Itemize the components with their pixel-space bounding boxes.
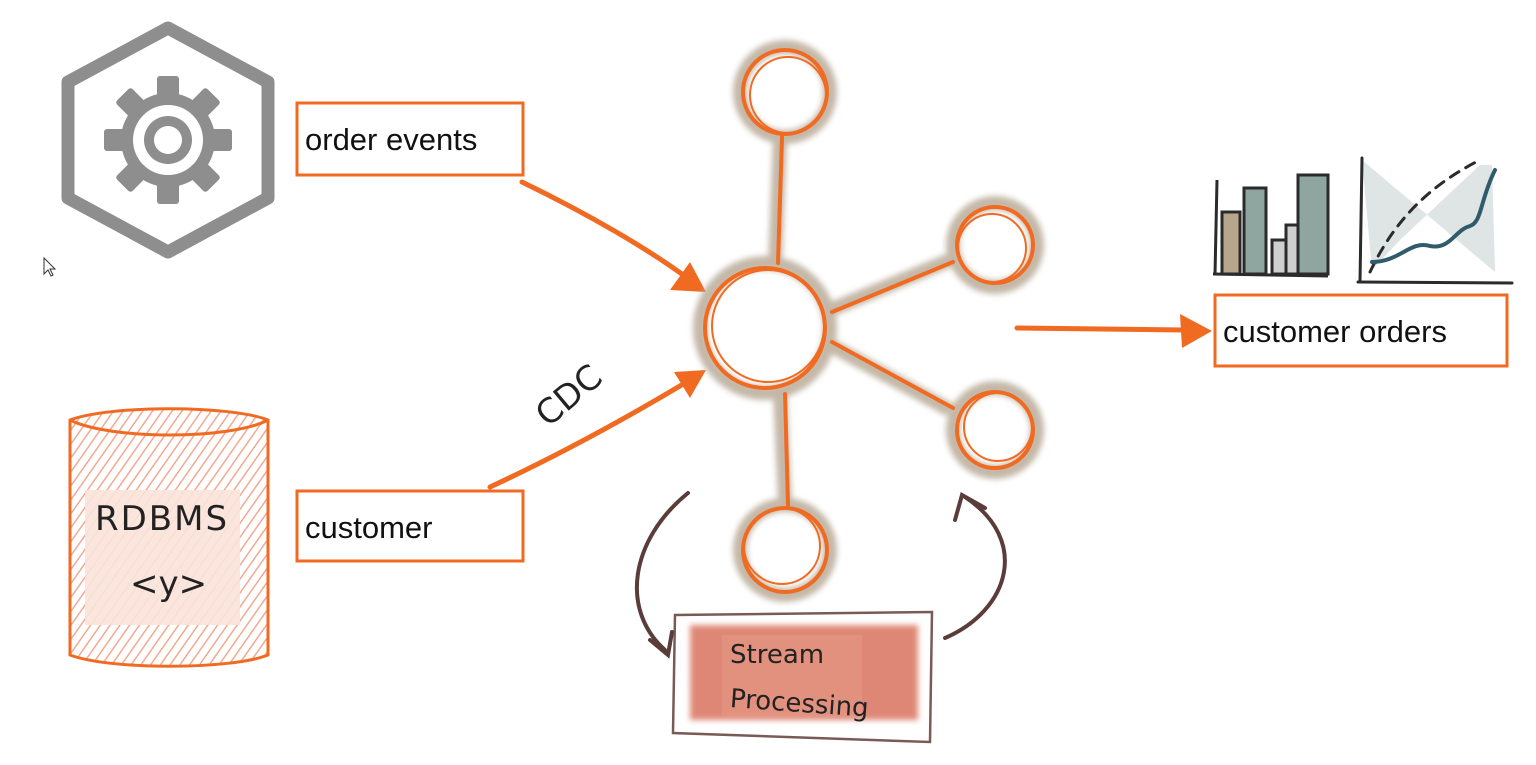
mouse-cursor-icon bbox=[43, 256, 57, 277]
db-subtitle: <y> bbox=[130, 564, 207, 604]
customer-arrow bbox=[487, 370, 706, 490]
db-title: RDBMS bbox=[95, 499, 229, 539]
bar-chart-icon bbox=[1212, 173, 1330, 278]
database-icon: RDBMS <y> bbox=[68, 407, 270, 668]
customer-label: customer bbox=[305, 510, 432, 545]
charts-icon bbox=[1212, 156, 1514, 285]
order-events-box: order events bbox=[295, 101, 525, 177]
customer-orders-arrow bbox=[1014, 314, 1212, 348]
customer-orders-box: customer orders bbox=[1213, 293, 1509, 368]
curved-arrow-to-processing bbox=[634, 491, 690, 659]
curved-arrow-from-processing bbox=[943, 492, 1007, 640]
customer-box: customer bbox=[295, 489, 525, 563]
line-chart-icon bbox=[1356, 156, 1514, 285]
customer-orders-label: customer orders bbox=[1223, 314, 1447, 349]
kafka-hub-icon bbox=[693, 40, 1044, 602]
stream-processing-box: Stream Processing bbox=[671, 610, 934, 744]
gear-icon bbox=[61, 21, 275, 259]
order-events-label: order events bbox=[305, 122, 477, 157]
order-events-arrow bbox=[519, 179, 706, 292]
stream-label-line1: Stream bbox=[730, 640, 824, 670]
cdc-label: CDC bbox=[528, 357, 610, 435]
